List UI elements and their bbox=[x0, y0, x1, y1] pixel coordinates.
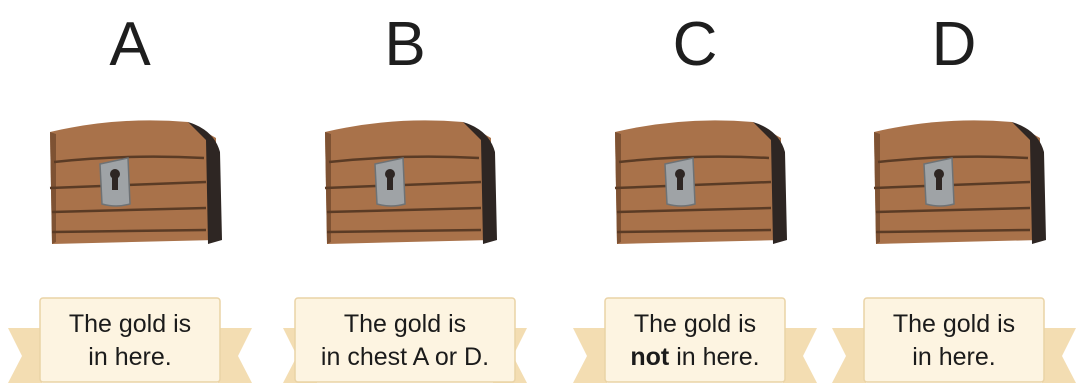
chest-statement-b: The gold is in chest A or D. bbox=[297, 308, 513, 374]
keyhole-lock-icon bbox=[374, 157, 406, 207]
treasure-chest-icon bbox=[49, 120, 222, 244]
banner-ribbon bbox=[573, 297, 817, 383]
chest-card-a: A The gold is in here. bbox=[0, 0, 260, 391]
banner-ribbon bbox=[832, 297, 1076, 383]
banner-ribbon bbox=[8, 297, 252, 383]
statement-line-1: The gold is bbox=[892, 310, 1016, 338]
chest-card-d: D The gold is in here. bbox=[824, 0, 1084, 391]
treasure-chest-icon bbox=[614, 120, 787, 244]
chest-statement-d: The gold is in here. bbox=[869, 308, 1039, 374]
chest-letter-b: B bbox=[384, 10, 426, 79]
statement-line-2: in here. bbox=[88, 343, 172, 371]
statement-line-1: The gold is bbox=[633, 310, 757, 338]
keyhole-lock-icon bbox=[923, 157, 955, 207]
keyhole-lock-icon bbox=[99, 157, 131, 207]
banner-ribbon bbox=[283, 297, 527, 383]
chest-statement-c: The gold is not in here. bbox=[610, 308, 780, 374]
statement-line-1: The gold is bbox=[343, 310, 467, 338]
chest-letter-c: C bbox=[672, 10, 718, 79]
statement-line-2: in chest A or D. bbox=[320, 343, 490, 371]
treasure-chest-icon bbox=[324, 120, 497, 244]
chest-letter-a: A bbox=[109, 10, 151, 79]
treasure-chest-icon bbox=[873, 120, 1046, 244]
chest-card-b: B The gold is in chest A or D. bbox=[275, 0, 535, 391]
statement-line-1: The gold is bbox=[68, 310, 192, 338]
keyhole-lock-icon bbox=[664, 157, 696, 207]
statement-line-2: in here. bbox=[912, 343, 996, 371]
chest-letter-d: D bbox=[931, 10, 977, 79]
chest-statement-a: The gold is in here. bbox=[45, 308, 215, 374]
statement-line-2: not in here. bbox=[630, 343, 760, 371]
chest-card-c: C The gold is not in here. bbox=[565, 0, 825, 391]
emphasis-not: not bbox=[630, 343, 670, 371]
